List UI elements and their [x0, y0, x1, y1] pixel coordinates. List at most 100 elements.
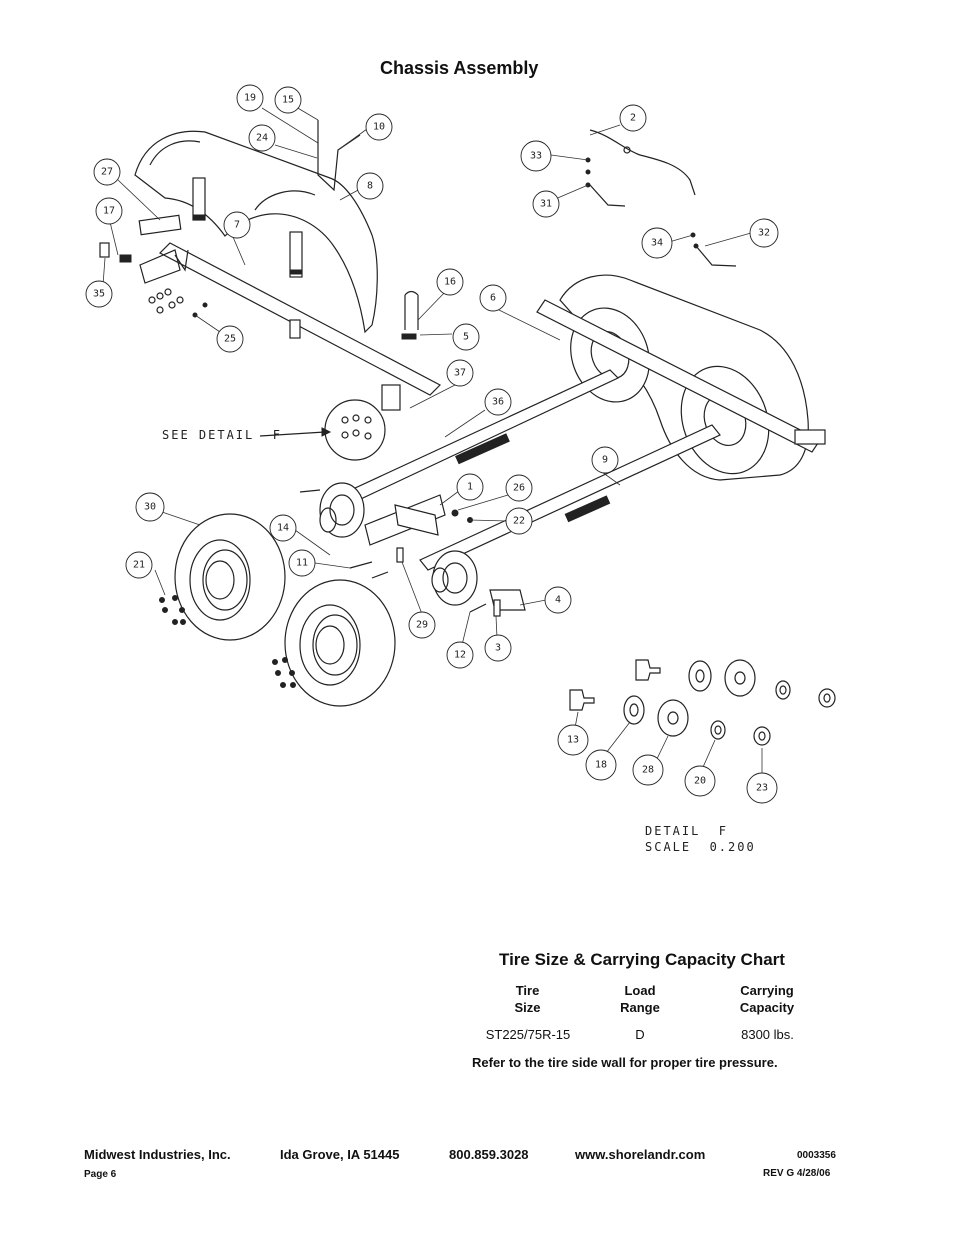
part-bubble: 24 — [248, 124, 276, 152]
part-bubble: 30 — [135, 492, 165, 522]
svg-text:27: 27 — [101, 167, 113, 178]
svg-text:1: 1 — [467, 482, 473, 493]
detail-scale: SCALE 0.200 — [645, 840, 756, 854]
tire-pressure-note: Refer to the tire side wall for proper t… — [472, 1055, 778, 1070]
tire-chart-title: Tire Size & Carrying Capacity Chart — [499, 950, 785, 969]
part-bubble: 33 — [520, 140, 552, 172]
svg-text:9: 9 — [602, 455, 608, 466]
detail-f-hardware — [259, 399, 386, 461]
svg-text:11: 11 — [296, 558, 308, 569]
hub-rear — [431, 550, 526, 611]
svg-text:22: 22 — [513, 516, 525, 527]
svg-text:6: 6 — [490, 293, 496, 304]
svg-text:24: 24 — [256, 133, 268, 144]
hardware-25 — [148, 288, 208, 318]
svg-text:13: 13 — [567, 735, 579, 746]
header-line: Range — [620, 1000, 660, 1015]
footer-phone: 800.859.3028 — [449, 1147, 529, 1162]
svg-text:31: 31 — [540, 199, 552, 210]
part-bubble: 14 — [269, 514, 297, 542]
part-bubble: 21 — [125, 551, 153, 579]
part-bubble: 18 — [585, 749, 617, 781]
part-bubble: 20 — [684, 765, 716, 797]
wiring-harness — [585, 129, 737, 267]
footer-company: Midwest Industries, Inc. — [84, 1147, 231, 1162]
svg-text:10: 10 — [373, 122, 385, 133]
tire-rear — [284, 579, 396, 707]
svg-text:3: 3 — [495, 643, 501, 654]
hub-front — [319, 482, 365, 538]
svg-text:19: 19 — [244, 93, 256, 104]
detail-f-parts — [569, 659, 836, 746]
chassis-assembly-diagram: 19 15 10 24 8 27 17 7 35 25 16 5 6 37 36… — [85, 84, 836, 804]
part-bubble: 27 — [93, 158, 121, 186]
svg-text:18: 18 — [595, 760, 607, 771]
svg-text:37: 37 — [454, 368, 466, 379]
leader-lines — [102, 106, 763, 781]
svg-text:4: 4 — [555, 595, 561, 606]
part-bubble: 37 — [446, 359, 474, 387]
svg-text:15: 15 — [282, 95, 294, 106]
page-title: Chassis Assembly — [380, 58, 539, 78]
header-line: Load — [624, 983, 656, 998]
svg-text:32: 32 — [758, 228, 770, 239]
header-line: Capacity — [739, 1000, 795, 1015]
part-bubble: 10 — [365, 113, 393, 141]
part-bubble: 11 — [288, 549, 316, 577]
svg-text:34: 34 — [651, 238, 663, 249]
svg-text:8: 8 — [367, 181, 373, 192]
header-line: Tire — [515, 983, 540, 998]
see-detail-label: SEE DETAIL F — [162, 428, 282, 442]
svg-text:16: 16 — [444, 277, 456, 288]
part-bubble: 12 — [446, 641, 474, 669]
svg-text:25: 25 — [224, 334, 236, 345]
u-bolt — [404, 290, 419, 330]
axle-springs — [339, 369, 721, 571]
light-clip — [119, 254, 132, 263]
header-carrying-capacity: Carrying Capacity — [722, 982, 812, 1016]
header-line: Carrying — [740, 983, 794, 998]
lug-nuts — [159, 595, 296, 688]
u-bolt-plate — [401, 333, 417, 340]
part-bubble: 16 — [436, 268, 464, 296]
svg-text:7: 7 — [234, 220, 240, 231]
part-bubble: 3 — [484, 634, 512, 662]
part-bubble: 32 — [749, 218, 779, 248]
footer-revision: REV G 4/28/06 — [763, 1168, 831, 1179]
svg-text:36: 36 — [492, 397, 504, 408]
svg-text:28: 28 — [642, 765, 654, 776]
part-bubble: 26 — [505, 474, 533, 502]
part-bubble: 6 — [479, 284, 507, 312]
header-line: Size — [514, 1000, 541, 1015]
part-bubble: 25 — [216, 325, 244, 353]
svg-text:23: 23 — [756, 783, 768, 794]
header-load-range: Load Range — [600, 982, 680, 1016]
tire-front — [174, 513, 286, 641]
part-bubble: 34 — [641, 227, 673, 259]
part-bubble: 5 — [452, 323, 480, 351]
frame-rail — [139, 242, 442, 411]
part-bubble: 1 — [456, 473, 484, 501]
detail-label: DETAIL F — [645, 824, 729, 838]
part-bubble: 8 — [356, 172, 384, 200]
svg-text:14: 14 — [277, 523, 289, 534]
svg-text:5: 5 — [463, 332, 469, 343]
svg-text:2: 2 — [630, 113, 636, 124]
header-tire-size: Tire Size — [490, 982, 565, 1016]
part-bubble: 4 — [544, 586, 572, 614]
part-bubble: 23 — [746, 772, 778, 804]
part-bubble: 36 — [484, 388, 512, 416]
part-bubble: 29 — [408, 611, 436, 639]
svg-text:29: 29 — [416, 620, 428, 631]
svg-text:33: 33 — [530, 151, 542, 162]
part-bubble: 15 — [274, 86, 302, 114]
svg-text:12: 12 — [454, 650, 466, 661]
cell-tire-size: ST225/75R-15 — [485, 1027, 571, 1042]
bolts — [299, 489, 501, 617]
svg-text:30: 30 — [144, 502, 156, 513]
footer-page: Page 6 — [84, 1169, 117, 1180]
light-bracket — [99, 242, 110, 258]
footer-website: www.shorelandr.com — [575, 1147, 706, 1162]
part-bubbles: 19 15 10 24 8 27 17 7 35 25 16 5 6 37 36… — [85, 84, 779, 804]
footer-location: Ida Grove, IA 51445 — [280, 1147, 400, 1162]
